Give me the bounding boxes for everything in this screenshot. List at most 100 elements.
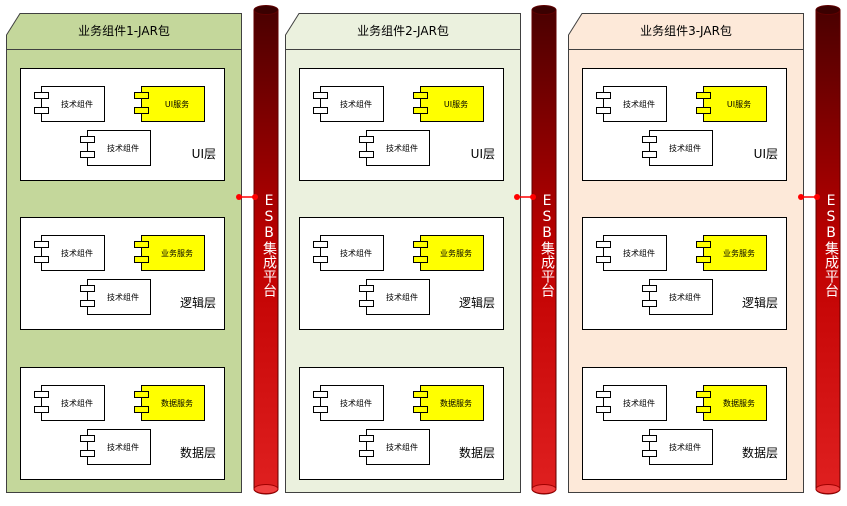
component-tab — [359, 450, 374, 457]
component-tab — [80, 450, 95, 457]
tech-component: 技术组件 — [80, 279, 151, 315]
component-tab — [359, 300, 374, 307]
component-tab — [34, 92, 49, 99]
component-tab — [596, 92, 611, 99]
component-label: UI服务 — [726, 99, 752, 109]
layer-name: UI层 — [753, 147, 778, 161]
tech-component: 技术组件 — [596, 86, 667, 122]
tech-component: 技术组件 — [80, 130, 151, 166]
component-tab — [134, 107, 149, 114]
component-label: 技术组件 — [386, 292, 418, 302]
layer-name: 数据层 — [179, 446, 216, 460]
component-tab — [359, 285, 374, 292]
component-tab — [359, 151, 374, 158]
component-tab — [596, 256, 611, 263]
component-tab — [80, 151, 95, 158]
component-tab — [642, 435, 657, 442]
component-tab — [34, 241, 49, 248]
component-tab — [34, 256, 49, 263]
component-tab — [413, 391, 428, 398]
component-tab — [313, 406, 328, 413]
component-tab — [313, 107, 328, 114]
tech-component: 技术组件 — [642, 429, 713, 465]
component-tab — [413, 241, 428, 248]
esb-cylinder — [253, 5, 279, 495]
tech-component: 技术组件 — [596, 235, 667, 271]
component-tab — [359, 136, 374, 143]
component-tab — [34, 107, 49, 114]
component-label: 数据服务 — [723, 398, 755, 408]
component-tab — [596, 107, 611, 114]
layer-box: 技术组件业务服务技术组件逻辑层 — [20, 217, 225, 330]
layer-name: 逻辑层 — [179, 296, 216, 310]
layer-name: 数据层 — [741, 446, 778, 460]
component-tab — [313, 92, 328, 99]
component-tab — [696, 107, 711, 114]
component-tab — [642, 285, 657, 292]
tech-component: 技术组件 — [34, 86, 105, 122]
component-label: 业务服务 — [161, 248, 193, 258]
component-tab — [642, 136, 657, 143]
component-label: 技术组件 — [623, 398, 655, 408]
component-tab — [80, 300, 95, 307]
service-component: 业务服务 — [696, 235, 767, 271]
component-tab — [313, 391, 328, 398]
component-tab — [34, 406, 49, 413]
layer-box: 技术组件数据服务技术组件数据层 — [20, 367, 225, 480]
tech-component: 技术组件 — [80, 429, 151, 465]
component-tab — [413, 406, 428, 413]
service-component: 数据服务 — [413, 385, 484, 421]
component-tab — [696, 241, 711, 248]
layer-box: 技术组件数据服务技术组件数据层 — [299, 367, 504, 480]
component-tab — [413, 256, 428, 263]
component-tab — [34, 391, 49, 398]
tech-component: 技术组件 — [313, 385, 384, 421]
component-tab — [596, 241, 611, 248]
tech-component: 技术组件 — [34, 235, 105, 271]
component-label: 技术组件 — [623, 99, 655, 109]
component-tab — [80, 435, 95, 442]
layer-name: UI层 — [470, 147, 495, 161]
esb-label: ESB集成平台 — [539, 193, 555, 297]
layer-name: 逻辑层 — [741, 296, 778, 310]
layer-box: 技术组件业务服务技术组件逻辑层 — [299, 217, 504, 330]
layer-box: 技术组件数据服务技术组件数据层 — [582, 367, 787, 480]
esb-connector — [236, 194, 258, 200]
service-component: 业务服务 — [413, 235, 484, 271]
tech-component: 技术组件 — [313, 86, 384, 122]
package-title: 业务组件1-JAR包 — [78, 24, 170, 38]
component-label: UI服务 — [443, 99, 469, 109]
package-title: 业务组件3-JAR包 — [640, 24, 732, 38]
component-label: 技术组件 — [340, 398, 372, 408]
component-label: 技术组件 — [61, 99, 93, 109]
component-label: 技术组件 — [61, 398, 93, 408]
component-tab — [696, 391, 711, 398]
component-label: UI服务 — [164, 99, 190, 109]
component-label: 技术组件 — [61, 248, 93, 258]
component-label: 技术组件 — [107, 292, 139, 302]
component-label: 业务服务 — [440, 248, 472, 258]
component-tab — [642, 450, 657, 457]
component-tab — [80, 285, 95, 292]
esb-bus: ESB集成平台 — [531, 5, 557, 497]
esb-label: ESB集成平台 — [823, 193, 839, 297]
component-tab — [359, 435, 374, 442]
component-tab — [80, 136, 95, 143]
component-label: 数据服务 — [440, 398, 472, 408]
component-label: 技术组件 — [669, 143, 701, 153]
component-tab — [413, 107, 428, 114]
layer-name: UI层 — [191, 147, 216, 161]
service-component: 业务服务 — [134, 235, 205, 271]
esb-connector — [798, 194, 820, 200]
component-tab — [134, 256, 149, 263]
component-label: 技术组件 — [340, 99, 372, 109]
esb-bus: ESB集成平台 — [815, 5, 841, 497]
component-label: 技术组件 — [107, 442, 139, 452]
component-tab — [134, 92, 149, 99]
service-component: UI服务 — [696, 86, 767, 122]
